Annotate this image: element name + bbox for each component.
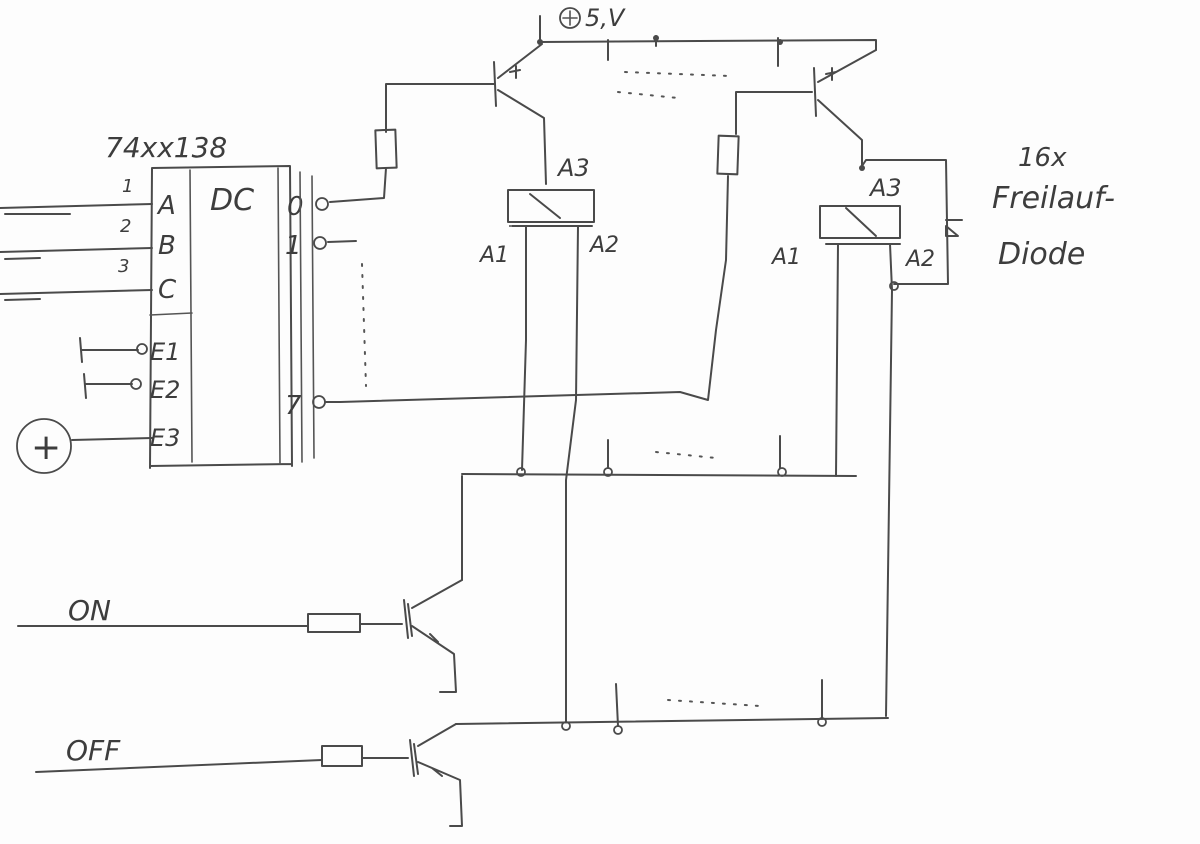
output-1-label: 1: [285, 231, 302, 261]
decoder-block-label: DC: [210, 183, 254, 218]
off-transistor: OFF: [35, 723, 463, 827]
diode-count-label: 16x: [1018, 143, 1067, 173]
input-number-2: 2: [120, 216, 131, 237]
on-base-resistor: [307, 613, 361, 633]
on-label: ON: [68, 594, 111, 627]
right-base-resistor: [716, 134, 740, 176]
diode-note: 16x Freilauf- Diode: [992, 143, 1115, 272]
left-driver-transistor: [385, 43, 547, 185]
decoder-enables: + E1 E2 E3: [16, 337, 180, 474]
relay-right-a3-label: A3: [868, 174, 902, 202]
relay-left-a1-label: A1: [478, 243, 509, 268]
output-7-label: 7: [285, 391, 302, 421]
relay-left-coil: [507, 189, 595, 223]
relay-right-coil: [819, 205, 901, 239]
enable-e1-label: E1: [150, 338, 180, 366]
enable-e3-label: E3: [150, 424, 180, 452]
relay-right: A3 A1 A2: [770, 159, 963, 717]
on-bus: [461, 435, 857, 581]
relay-left-a2-label: A2: [588, 233, 619, 258]
pin-c-label: C: [158, 275, 177, 305]
relay-right-a2-label: A2: [904, 247, 935, 272]
off-label: OFF: [66, 734, 121, 767]
off-bus: [455, 679, 889, 735]
decoder-inputs: 1 2 3 A B C: [0, 176, 177, 305]
supply-plus-icon: [559, 7, 581, 29]
diode-note-line1: Freilauf-: [992, 181, 1115, 216]
decoder-part-number: 74xx138: [105, 131, 227, 164]
left-base-resistor: [374, 128, 398, 170]
relay-left-a3-label: A3: [556, 154, 590, 182]
relay-left: A3 A1 A2: [478, 154, 619, 723]
positive-terminal-icon: [16, 418, 72, 474]
input-number-3: 3: [118, 256, 129, 277]
pin-b-label: B: [158, 231, 176, 261]
input-number-1: 1: [122, 176, 133, 197]
relay-right-a1-label: A1: [770, 245, 801, 270]
supply-rail: 5,V: [537, 4, 877, 99]
enable-e2-label: E2: [150, 376, 180, 404]
right-driver-transistor: [735, 49, 877, 167]
supply-voltage-label: 5,V: [585, 4, 626, 32]
on-transistor: ON: [17, 579, 463, 693]
diode-note-line2: Diode: [998, 237, 1085, 272]
off-base-resistor: [321, 745, 363, 767]
positive-terminal-symbol: +: [31, 427, 61, 468]
decoder-outputs: 0 1 7: [285, 171, 367, 463]
freewheel-diode-icon: [945, 219, 963, 237]
pin-a-label: A: [156, 191, 176, 221]
decoder-chip: 74xx138 DC: [105, 131, 293, 469]
